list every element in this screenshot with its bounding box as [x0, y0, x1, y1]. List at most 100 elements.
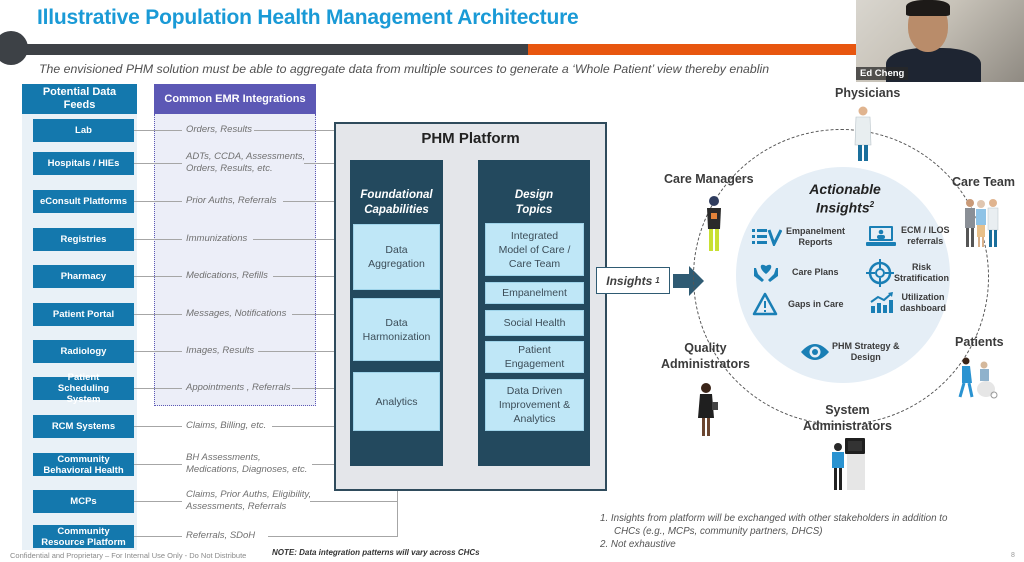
footnote-1-line1: 1. Insights from platform will be exchan… — [600, 513, 948, 524]
integration-text: Appointments , Referrals — [186, 382, 291, 394]
ai-item-phm-strategy: PHM Strategy &Design — [800, 341, 900, 363]
capability-text-line: Aggregation — [368, 258, 425, 270]
footnotes: 1. Insights from platform will be exchan… — [600, 512, 947, 551]
design-topic-text-line: Social Health — [503, 317, 566, 329]
bottom-connector-vertical — [397, 473, 398, 536]
webcam-video-tile[interactable]: Ed Cheng — [856, 0, 1024, 82]
design-title-line2: Topics — [515, 204, 553, 216]
design-topic-text-line: Integrated — [510, 229, 559, 242]
integration-text: Orders, Results — [186, 124, 252, 136]
integration-text: Medications, Refills — [186, 270, 268, 282]
page-number: 8 — [1011, 552, 1015, 559]
integration-text-line: Images, Results — [186, 345, 255, 356]
integration-text-line: Medications, Diagnoses, etc. — [186, 464, 308, 475]
integration-text-line: Referrals, SDoH — [186, 530, 256, 541]
role-quality-administrators: Quality Administrators — [661, 340, 750, 372]
quality-line1: Quality — [684, 341, 727, 355]
role-patients: Patients — [955, 335, 1004, 349]
header-divider-dark — [10, 44, 528, 55]
foundational-title-line1: Foundational — [360, 189, 433, 201]
feed-connector-line — [134, 163, 182, 164]
ai-footnote-ref: 2 — [869, 200, 875, 209]
data-feed-box: MCPs — [33, 490, 134, 513]
foundational-capabilities-title: Foundational Capabilities — [350, 188, 443, 218]
stakeholder-ring — [693, 129, 989, 425]
ai-label-line: Risk — [912, 262, 932, 272]
design-topic-text-line: Empanelment — [502, 287, 567, 299]
feed-connector-line — [134, 426, 182, 427]
patients-figure-icon — [958, 357, 998, 399]
physician-figure-icon — [854, 106, 872, 161]
integration-text-line: Assessments, Referrals — [186, 501, 287, 512]
ai-label-line: Reports — [798, 237, 833, 247]
ai-label-line: ECM / ILOS — [901, 225, 950, 235]
data-feed-box: eConsult Platforms — [33, 190, 134, 213]
data-feed-box: RCM Systems — [33, 415, 134, 438]
integration-text-line: Claims, Billing, etc. — [186, 420, 267, 431]
integration-text-line: Immunizations — [186, 233, 248, 244]
ai-label-line: PHM Strategy & — [832, 341, 900, 351]
integration-text-line: Medications, Refills — [186, 270, 268, 281]
participant-name: Ed Cheng — [856, 67, 909, 80]
actionable-insights-circle — [736, 167, 950, 383]
lab-connector-line — [254, 130, 398, 131]
feed-connector-line — [134, 536, 182, 537]
integration-connector-line — [292, 314, 343, 315]
footnote-2: 2. Not exhaustive — [600, 539, 676, 550]
ai-label-line: Stratification — [894, 273, 950, 283]
ai-label-line: Gaps in Care — [788, 298, 844, 309]
feed-connector-line — [134, 501, 182, 502]
feed-connector-line — [134, 239, 182, 240]
integration-text: Referrals, SDoH — [186, 530, 255, 542]
header-divider-dot — [0, 31, 28, 65]
laptop-user-icon — [866, 226, 896, 246]
foundational-capability-box: Analytics — [353, 372, 440, 431]
eye-icon — [801, 344, 829, 360]
slide-subtitle: The envisioned PHM solution must be able… — [39, 62, 770, 76]
phm-platform-title: PHM Platform — [421, 130, 520, 147]
care-manager-figure-icon — [707, 196, 721, 251]
integration-text-line: Messages, Notifications — [186, 308, 287, 319]
integration-text-line: ADTs, CCDA, Assessments, — [186, 151, 306, 162]
feed-connector-line — [134, 201, 182, 202]
integration-text: Claims, Prior Auths, Eligibility,Assessm… — [186, 489, 311, 513]
data-feed-box: Hospitals / HIEs — [33, 152, 134, 175]
feed-connector-line — [134, 388, 182, 389]
quality-line2: Administrators — [661, 357, 750, 371]
design-topic-text-line: Engagement — [504, 358, 565, 370]
data-feed-box: Lab — [33, 119, 134, 142]
integration-connector-line — [312, 464, 343, 465]
actionable-insights-title: Actionable Insights2 — [780, 181, 910, 216]
integration-text: Images, Results — [186, 345, 254, 357]
data-feed-box: Community Resource Platform — [33, 525, 134, 548]
integration-text: BH Assessments,Medications, Diagnoses, e… — [186, 452, 307, 476]
integration-text-line: Appointments , Referrals — [186, 382, 291, 393]
system-admin-figure-icon — [832, 438, 865, 490]
integration-text: Prior Auths, Referrals — [186, 195, 276, 207]
integration-connector-line — [304, 163, 343, 164]
feed-connector-line — [134, 351, 182, 352]
integration-text: ADTs, CCDA, Assessments,Orders, Results,… — [186, 151, 305, 175]
integration-connector-line — [283, 201, 343, 202]
integration-text: Messages, Notifications — [186, 308, 286, 320]
footnote-1-line2: CHCs (e.g., MCPs, community partners, DH… — [614, 526, 823, 537]
design-topic-text-line: Data Driven — [506, 385, 563, 397]
foundational-title-line2: Capabilities — [364, 204, 429, 216]
role-system-administrators: System Administrators — [803, 402, 892, 434]
role-care-managers: Care Managers — [664, 172, 754, 186]
feed-connector-line — [134, 276, 182, 277]
confidential-notice: Confidential and Proprietary – For Inter… — [10, 551, 247, 560]
bar-chart-icon — [870, 292, 893, 313]
ai-label-line: Care Plans — [792, 266, 839, 277]
data-feed-box: Radiology — [33, 340, 134, 363]
participant-hair — [906, 0, 950, 16]
integration-connector-line — [253, 239, 343, 240]
crp-connector-line — [268, 536, 398, 537]
header-divider-orange — [528, 44, 858, 55]
design-topics-title: Design Topics — [478, 188, 590, 218]
